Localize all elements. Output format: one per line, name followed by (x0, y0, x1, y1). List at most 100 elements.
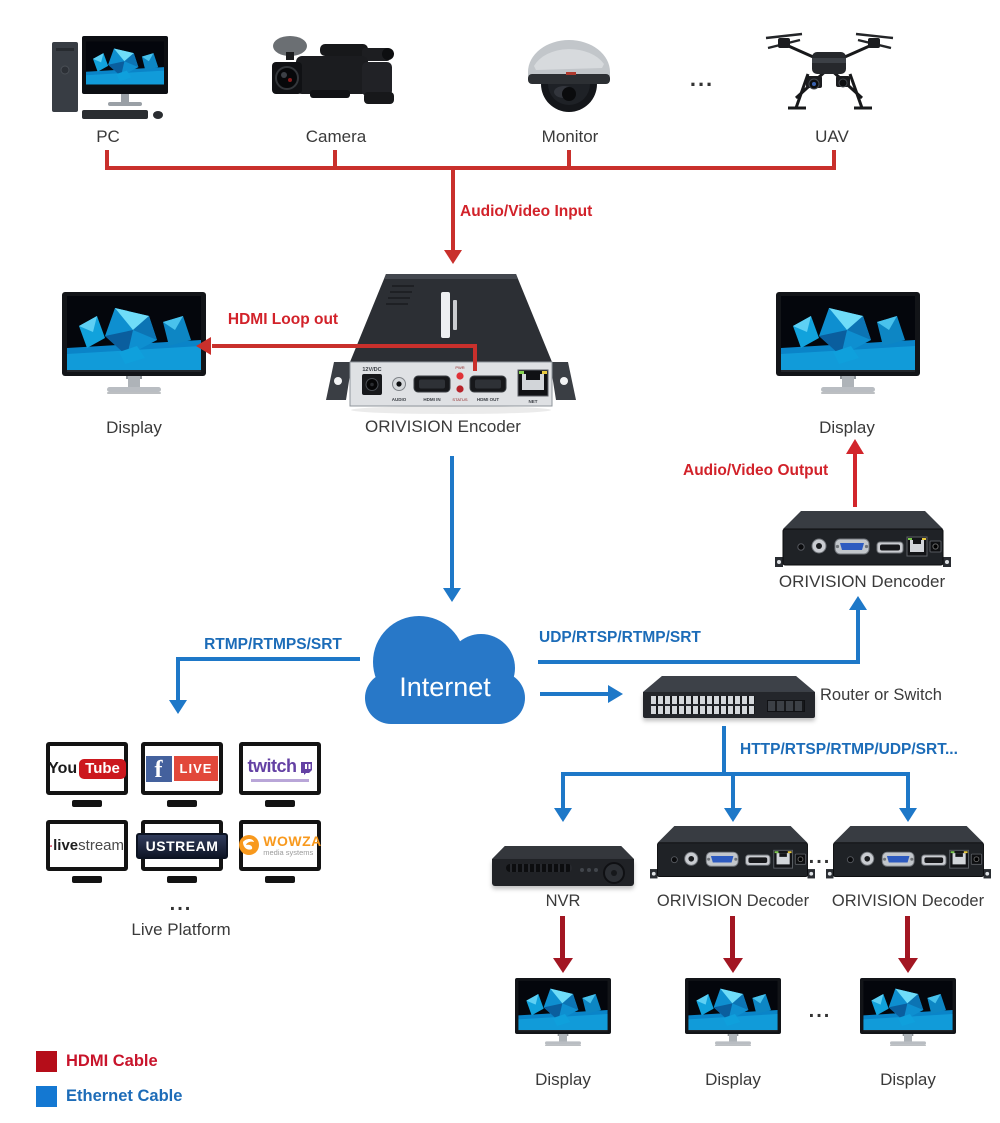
fanout-arrowhead-2 (724, 808, 742, 822)
internet-cloud: Internet (365, 616, 525, 724)
fanout-vline-1 (561, 772, 565, 810)
fanout-hline (561, 772, 910, 776)
camera-illustration (272, 36, 394, 104)
encoder-to-cloud-arrowhead (443, 588, 461, 602)
audio-video-output-label: Audio/Video Output (683, 462, 829, 479)
display-right-label: Display (819, 418, 875, 437)
fanout-vline-2 (731, 772, 735, 810)
rtmp-label: RTMP/RTMPS/SRT (204, 636, 342, 653)
input-drop-line (451, 166, 455, 252)
encoder-led-label-status: STATUS (452, 397, 468, 402)
legend-ethernet-label: Ethernet Cable (66, 1087, 183, 1105)
udp-label: UDP/RTSP/RTMP/SRT (539, 629, 701, 646)
platform-ustream-stand (167, 876, 197, 883)
display-bottom-1-label: Display (535, 1070, 591, 1089)
platform-wowza: WOWZA media systems (239, 820, 321, 871)
decoder2-to-display-arrowhead (898, 958, 918, 973)
platform-ustream: USTREAM (135, 820, 229, 871)
av-output-arrowhead (846, 439, 864, 454)
router-illustration (643, 676, 815, 718)
nvr-label: NVR (545, 892, 581, 910)
router-label: Router or Switch (820, 686, 942, 704)
wowza-icon (239, 835, 260, 856)
udp-arrowhead (849, 596, 867, 610)
display-left-illustration (62, 292, 206, 394)
sources-ellipsis: ... (689, 66, 715, 91)
encoder-to-cloud-line (450, 456, 454, 590)
pc-bus-stub (105, 150, 109, 168)
live-platform-caption: Live Platform (131, 920, 231, 939)
legend-ethernet-swatch (36, 1086, 57, 1107)
av-output-line (853, 453, 857, 507)
fanout-arrowhead-1 (554, 808, 572, 822)
legend-hdmi-label: HDMI Cable (66, 1052, 158, 1070)
display-bottom-2-label: Display (705, 1070, 761, 1089)
livestream-icon (50, 844, 52, 847)
pc-illustration (52, 36, 168, 119)
nvr-to-display-line (560, 916, 565, 960)
youtube-logo-tube: Tube (79, 758, 126, 779)
monitor-bus-stub (567, 150, 571, 168)
facebook-icon: f (145, 755, 172, 782)
decoder2-to-display-line (905, 916, 910, 960)
encoder-port-label-power: 12V/DC (362, 367, 381, 373)
nvr-to-display-arrowhead (553, 958, 573, 973)
nvr-illustration (492, 846, 634, 886)
decoder1-to-display-arrowhead (723, 958, 743, 973)
dencoder-label: ORIVISION Dencoder (778, 572, 946, 591)
encoder-port-label-hdmi-out: HDMI OUT (477, 397, 499, 402)
wowza-logo-sub: media systems (263, 848, 314, 858)
encoder-label: ORIVISION Encoder (365, 417, 521, 436)
display-bottom-3-illustration (860, 978, 956, 1046)
encoder-led-label-pwr: PWR (455, 365, 464, 370)
platform-twitch: twitch (239, 742, 321, 795)
dome-camera-illustration (528, 40, 610, 112)
dencoder-illustration (775, 509, 951, 575)
hdmi-loop-hline (212, 344, 477, 348)
audio-video-input-label: Audio/Video Input (460, 203, 593, 220)
rtmp-hline (176, 657, 360, 661)
display-right-illustration (776, 292, 920, 394)
uav-bus-stub (832, 150, 836, 168)
display-bottom-3-label: Display (880, 1070, 936, 1089)
udp-vline (856, 610, 860, 664)
sources-bus-line (105, 166, 836, 170)
platform-facebook-stand (167, 800, 197, 807)
decoder-1-illustration (650, 824, 815, 886)
encoder-port-label-hdmi-in: HDMI IN (423, 397, 440, 402)
router-uplink-ports (767, 700, 805, 712)
ustream-logo-label: USTREAM (135, 832, 229, 859)
livestream-logo-stream: stream (78, 837, 124, 854)
cloud-to-router-arrowhead (608, 685, 623, 703)
uav-illustration (765, 32, 894, 110)
decoder1-to-display-line (730, 916, 735, 960)
platform-youtube-stand (72, 800, 102, 807)
encoder-port-label-net: NET (529, 399, 538, 404)
fanout-arrowhead-3 (899, 808, 917, 822)
hdmi-loop-vline (473, 344, 477, 371)
router-ports (651, 696, 755, 714)
monitor-label: Monitor (541, 127, 599, 146)
wowza-logo-label: WOWZA (263, 832, 322, 849)
hdmi-loop-arrowhead (196, 337, 211, 355)
decoder-1-label: ORIVISION Decoder (656, 892, 810, 910)
pc-label: PC (96, 127, 120, 146)
fanout-vline-3 (906, 772, 910, 810)
uav-label: UAV (815, 127, 849, 146)
twitch-logo-label: twitch (247, 755, 298, 776)
platform-livestream-stand (72, 876, 102, 883)
facebook-live-label: LIVE (173, 756, 219, 781)
twitch-tagline-bar (251, 778, 309, 782)
internet-label: Internet (399, 672, 491, 702)
twitch-glitch-icon (300, 761, 312, 775)
camera-label: Camera (305, 127, 367, 146)
udp-hline (538, 660, 860, 664)
display-bottom-1-illustration (515, 978, 611, 1046)
http-label: HTTP/RTSP/RTMP/UDP/SRT... (740, 741, 958, 758)
display-bottom-2-illustration (685, 978, 781, 1046)
rtmp-vline (176, 657, 180, 702)
